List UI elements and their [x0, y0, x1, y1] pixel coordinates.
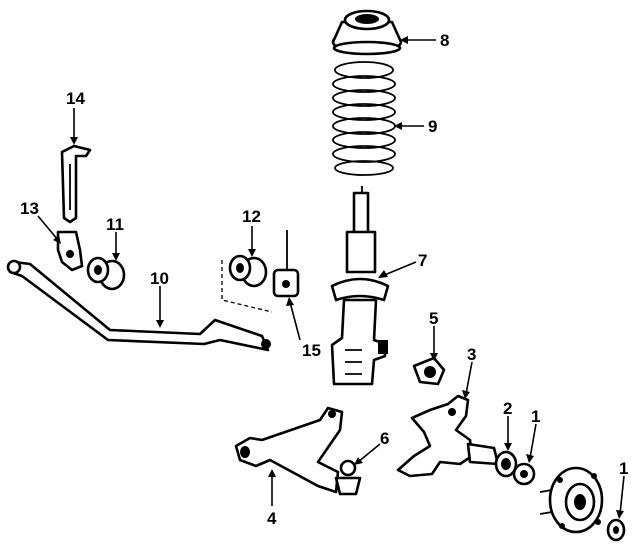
coil-spring-part — [332, 61, 396, 176]
stabilizer-bar-part — [6, 259, 271, 352]
clamp-part — [56, 230, 84, 272]
bracket-part — [60, 144, 92, 224]
wheel-hub-part — [539, 466, 604, 534]
callout-7: 7 — [418, 251, 427, 270]
callout-9: 9 — [428, 117, 437, 136]
link-bushing-part — [221, 254, 273, 313]
ball-joint-part — [334, 459, 362, 496]
hub-nut-part — [606, 518, 626, 542]
callout-1-hub: 1 — [619, 459, 628, 478]
callout-15: 15 — [302, 341, 321, 360]
callout-labels: 1 1 2 3 4 5 6 7 8 9 10 11 12 13 14 15 — [20, 31, 628, 528]
callout-1: 1 — [531, 407, 540, 426]
stabilizer-link-part — [272, 230, 300, 298]
strut-assembly-part — [330, 186, 390, 386]
callout-8: 8 — [440, 31, 449, 50]
steering-knuckle-part — [396, 394, 500, 478]
callout-3: 3 — [467, 345, 476, 364]
wheel-bearing-part — [494, 450, 518, 478]
strut-mount-part — [331, 9, 403, 56]
callout-11: 11 — [106, 215, 124, 234]
callout-5: 5 — [429, 309, 438, 328]
bushing-part — [86, 256, 126, 291]
callout-12: 12 — [242, 207, 261, 226]
leader-lines — [37, 36, 625, 519]
callout-6: 6 — [380, 429, 389, 448]
callout-13: 13 — [20, 199, 39, 218]
callout-4: 4 — [267, 509, 277, 528]
callout-14: 14 — [66, 89, 85, 108]
callout-10: 10 — [150, 269, 169, 288]
lower-control-arm-part — [234, 406, 344, 494]
callout-2: 2 — [503, 399, 512, 418]
seal-part — [512, 462, 536, 486]
sensor-part — [412, 356, 446, 386]
